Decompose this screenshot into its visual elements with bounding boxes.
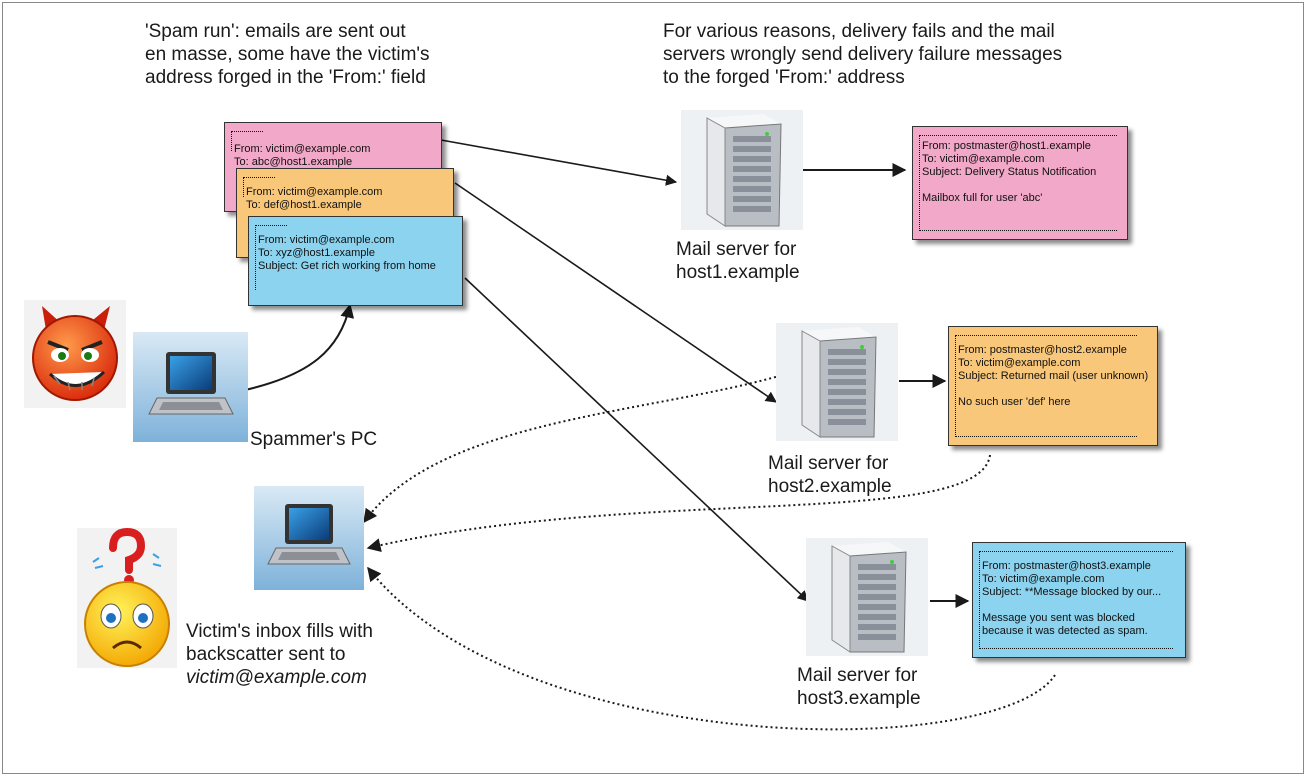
notice-to: To: victim@example.com [982,573,1105,585]
bounce-notice-2: From: postmaster@host2.example To: victi… [948,326,1158,446]
server-icon [806,538,928,656]
spam-run-caption: 'Spam run': emails are sent out en masse… [145,21,430,88]
dotted-frame [243,177,275,197]
notice-subject: Subject: Returned mail (user unknown) [958,370,1149,382]
backscatter-path-3 [367,566,1056,731]
arrow-pc-to-spam [244,303,355,391]
spam-email-to: To: def@host1.example [246,199,362,211]
backscatter-path-2 [366,454,991,552]
server3-label: Mail server for host3.example [797,665,921,709]
laptop-icon [133,332,248,442]
victim-laptop-icon [254,486,364,590]
dotted-frame [231,131,263,151]
bounce-notice-1: From: postmaster@host1.example To: victi… [912,126,1128,240]
dotted-frame [255,225,287,290]
notice-from: From: postmaster@host3.example [982,560,1151,572]
server1-label: Mail server for host1.example [676,239,800,283]
notice-body: No such user 'def' here [958,396,1071,408]
devil-face-icon [24,300,126,408]
notice-body-line2: because it was detected as spam. [982,625,1148,637]
notice-subject: Subject: Delivery Status Notification [922,166,1097,178]
dotted-frame [979,551,1173,649]
dotted-frame [919,135,1117,231]
spam-email-from: From: victim@example.com [234,143,371,155]
server2-label: Mail server for host2.example [768,453,892,497]
bounce-notice-3: From: postmaster@host3.example To: victi… [972,542,1186,658]
notice-body: Message you sent was blocked [982,612,1135,624]
arrow-spam-to-server2 [454,182,777,403]
victim-caption: Victim's inbox fills with backscatter se… [186,621,373,688]
confused-face-icon [77,528,177,668]
spammer-pc-label: Spammer's PC [250,429,378,450]
notice-subject: Subject: **Message blocked by our... [982,586,1162,598]
spam-email-from: From: victim@example.com [246,186,383,198]
notice-body: Mailbox full for user 'abc' [922,192,1043,204]
dotted-frame [955,335,1137,437]
arrow-spam-to-server1 [440,139,678,186]
spam-email-from: From: victim@example.com [258,234,395,246]
spam-email-to: To: abc@host1.example [234,156,353,168]
server-icon [681,110,803,230]
delivery-failure-caption: For various reasons, delivery fails and … [663,21,1063,88]
notice-from: From: postmaster@host1.example [922,140,1091,152]
notice-to: To: victim@example.com [922,153,1045,165]
server-icon [776,323,898,441]
spam-email-3: From: victim@example.com To: xyz@host1.e… [248,216,463,306]
spam-email-subject: Subject: Get rich working from home [258,260,436,272]
notice-from: From: postmaster@host2.example [958,344,1127,356]
spam-email-to: To: xyz@host1.example [258,247,375,259]
notice-to: To: victim@example.com [958,357,1081,369]
arrow-spam-to-server3 [464,277,809,602]
